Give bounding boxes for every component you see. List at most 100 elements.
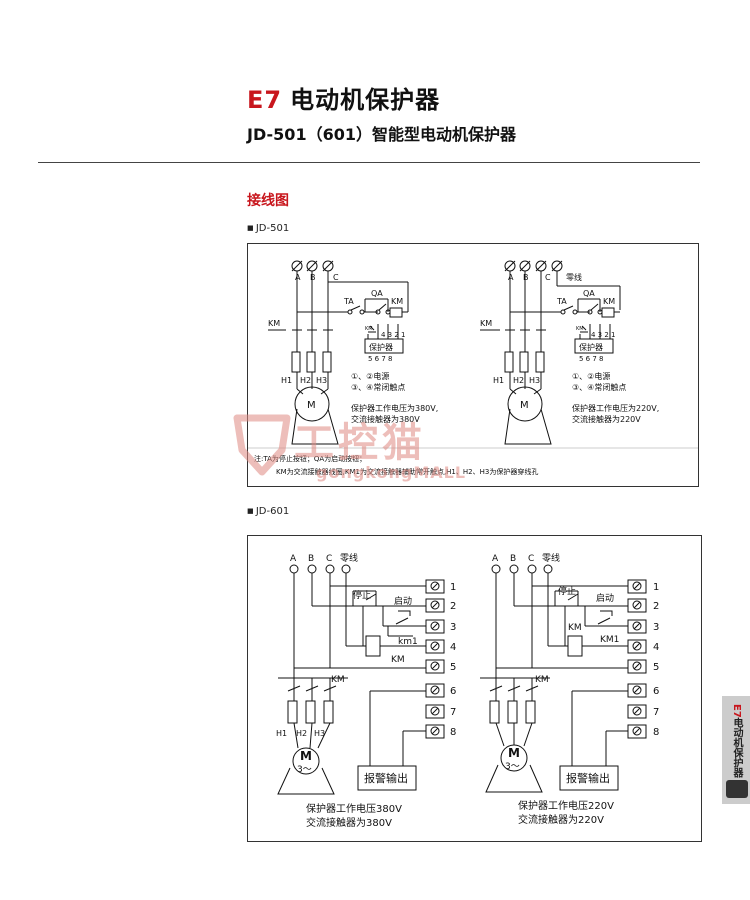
jd501-right-km-label: KM: [603, 297, 615, 306]
jd501-right-term-top: 4 3 2 1: [591, 331, 616, 339]
jd601-left-terminal-8: 8: [450, 727, 456, 738]
jd601-right-terminal-8: 8: [653, 727, 659, 738]
side-tab-label: 电动机保护器: [731, 717, 742, 778]
jd601-right-neutral-label: 零线: [542, 552, 560, 564]
jd501-right-neutral-label: 零线: [566, 272, 582, 282]
jd501-right-term-bot: 5 6 7 8: [579, 355, 604, 363]
chapter-title: 电动机保护器: [290, 86, 441, 114]
jd501-left-qa-label: QA: [371, 289, 383, 298]
jd601-right-km-main-label: KM: [535, 675, 549, 685]
jd601-right-terminal-2: 2: [653, 601, 659, 612]
jd601-right-alarm-label: 报警输出: [566, 771, 610, 785]
jd501-left-term-top: 4 3 2 1: [381, 331, 406, 339]
jd501-left-phase-a: A: [295, 273, 301, 282]
jd601-left-h1: H1: [276, 729, 287, 738]
jd501-left-protector-label: 保护器: [369, 342, 393, 352]
header-divider: [38, 162, 700, 163]
jd601-right-stop-label: 停止: [558, 585, 576, 597]
jd501-left-km-small-label: KM: [365, 326, 373, 332]
jd601-left-h2: H2: [296, 729, 307, 738]
jd501-left-note-2: 交流接触器为380V: [351, 414, 420, 424]
jd601-left-circuit: [277, 564, 445, 795]
jd501-left-km-label: KM: [391, 297, 403, 306]
jd601-left-terminal-4: 4: [450, 642, 456, 653]
jd601-left-stop-label: 停止: [353, 589, 371, 601]
wiring-diagram-jd501: A B C TA QA KM KM KM 4 3 2 1 保护器 5 6 7 8…: [247, 243, 699, 487]
jd501-footnote-1: 注:TA为停止按钮；QA为启动按钮；: [254, 454, 366, 463]
jd601-right-km1-label: KM1: [600, 635, 619, 645]
jd501-right-h1: H1: [493, 376, 504, 385]
jd601-left-terminal-2: 2: [450, 601, 456, 612]
jd601-right-terminal-3: 3: [653, 622, 659, 633]
jd501-left-motor-label: M: [307, 400, 316, 411]
jd501-right-ta-label: TA: [556, 297, 567, 306]
jd601-left-motor-sub: 3～: [297, 765, 312, 775]
jd601-right-terminal-7: 7: [653, 707, 659, 718]
jd601-right-phase-b: B: [510, 554, 516, 564]
jd601-right-terminal-block: [627, 579, 647, 739]
jd501-left-legend-2: ③、④常闭触点: [351, 382, 405, 392]
jd501-right-h2: H2: [513, 376, 524, 385]
jd501-right-h3: H3: [529, 376, 540, 385]
jd501-right-motor-label: M: [520, 400, 529, 411]
jd501-left-term-bot: 5 6 7 8: [368, 355, 393, 363]
jd601-left-phase-a: A: [290, 554, 297, 564]
jd501-left-legend-1: ①、②电源: [351, 371, 389, 381]
jd501-right-note-1: 保护器工作电压为220V,: [572, 403, 659, 413]
jd601-right-terminal-6: 6: [653, 686, 659, 697]
section-heading: 接线图: [247, 193, 289, 209]
jd601-left-km-main-label: KM: [331, 675, 345, 685]
jd601-right-circuit: [480, 564, 647, 793]
jd501-right-km-main-label: KM: [480, 319, 492, 328]
jd501-footnote-2: KM为交流接触器线圈,KM1为交流接触器辅助常开触点,H1、H2、H3为保护器穿…: [276, 467, 538, 476]
jd601-left-terminal-5: 5: [450, 662, 456, 673]
side-tab-marker: [726, 780, 748, 798]
jd601-right-motor-sub: 3～: [505, 762, 520, 772]
jd601-left-phase-c: C: [326, 554, 332, 564]
wiring-diagram-jd601: A B C 零线 停止 启动 km1 KM KM 1 2 3 4 5 6 7 8…: [247, 535, 702, 842]
jd601-right-motor-label: M: [508, 746, 520, 760]
jd601-right-start-label: 启动: [596, 592, 614, 604]
jd601-right-phase-c: C: [528, 554, 534, 564]
jd601-left-terminal-1: 1: [450, 582, 456, 593]
jd601-right-km-coil-label: KM: [568, 623, 582, 633]
jd601-left-phase-b: B: [308, 554, 314, 564]
jd501-right-protector-label: 保护器: [579, 342, 603, 352]
jd501-right-phase-b: B: [523, 273, 529, 282]
jd601-right-terminal-1: 1: [653, 582, 659, 593]
jd601-left-terminal-7: 7: [450, 707, 456, 718]
jd601-left-note-1: 保护器工作电压380V: [306, 802, 402, 815]
jd501-left-phase-b: B: [310, 273, 316, 282]
jd601-left-h3: H3: [314, 729, 325, 738]
jd501-left-circuit: [268, 260, 409, 445]
jd501-right-phase-c: C: [545, 273, 551, 282]
jd601-left-start-label: 启动: [394, 595, 412, 607]
jd601-right-terminal-4: 4: [653, 642, 659, 653]
jd601-left-km-coil-label: KM: [391, 655, 405, 665]
jd601-left-note-2: 交流接触器为380V: [306, 816, 392, 829]
jd501-left-h3: H3: [316, 376, 327, 385]
jd601-right-terminal-5: 5: [653, 662, 659, 673]
jd601-left-alarm-label: 报警输出: [364, 771, 408, 785]
jd501-right-legend-1: ①、②电源: [572, 371, 610, 381]
jd601-right-phase-a: A: [492, 554, 499, 564]
jd501-left-note-1: 保护器工作电压为380V,: [351, 403, 438, 413]
jd601-left-neutral-label: 零线: [340, 552, 358, 564]
jd501-right-qa-label: QA: [583, 289, 595, 298]
jd601-left-km1-label: km1: [398, 637, 418, 647]
jd501-right-circuit: [480, 260, 621, 445]
jd501-left-h1: H1: [281, 376, 292, 385]
jd601-left-terminal-block: [425, 579, 445, 739]
jd601-right-note-2: 交流接触器为220V: [518, 813, 604, 826]
jd601-left-motor-label: M: [300, 749, 312, 763]
chapter-code: E7: [247, 86, 283, 114]
jd501-left-ta-label: TA: [343, 297, 354, 306]
jd501-right-legend-2: ③、④常闭触点: [572, 382, 626, 392]
jd501-right-note-2: 交流接触器为220V: [572, 414, 641, 424]
model-label-jd601: JD-601: [247, 506, 289, 517]
page-subtitle: JD-501（601）智能型电动机保护器: [247, 125, 516, 144]
jd501-left-phase-c: C: [333, 273, 339, 282]
model-label-jd501: JD-501: [247, 223, 289, 234]
jd601-left-terminal-3: 3: [450, 622, 456, 633]
